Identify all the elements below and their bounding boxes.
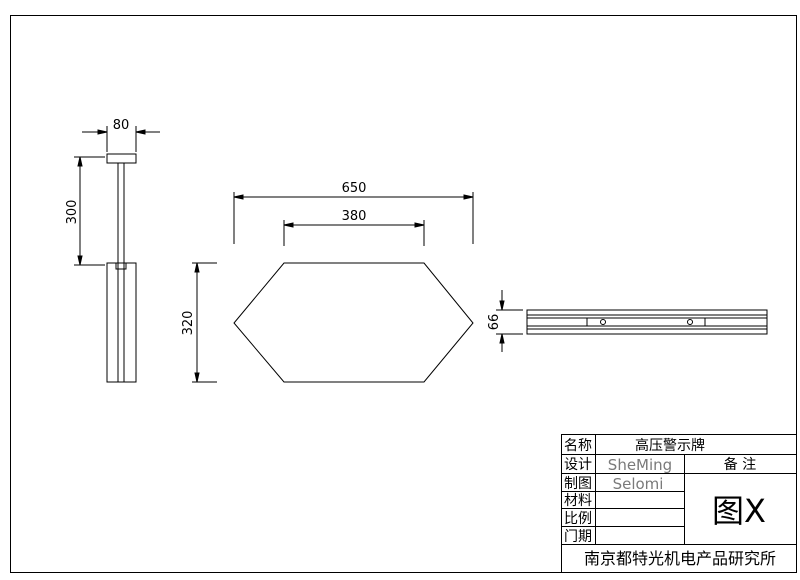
tb-figure-mark: 图X bbox=[712, 492, 766, 530]
top-view-outline bbox=[526, 309, 768, 335]
dim-side-height-label: 300 bbox=[65, 200, 80, 225]
tb-name-value: 高压警示牌 bbox=[635, 437, 705, 454]
dim-side-height bbox=[74, 156, 105, 266]
dim-front-height bbox=[192, 262, 217, 383]
side-view-body bbox=[106, 262, 137, 383]
dim-side-width bbox=[82, 126, 160, 152]
side-view-pole bbox=[117, 162, 125, 264]
tb-material-label: 材料 bbox=[564, 493, 592, 509]
tb-remarks-label: 备 注 bbox=[724, 456, 756, 473]
top-view bbox=[526, 309, 768, 335]
dim-front-height-label: 320 bbox=[181, 311, 196, 336]
title-block bbox=[561, 434, 797, 573]
tb-design-label: 设计 bbox=[564, 457, 592, 473]
tb-draw-label: 制图 bbox=[564, 476, 592, 492]
tb-organization: 南京都特光机电产品研究所 bbox=[584, 549, 776, 568]
side-view bbox=[106, 153, 137, 383]
dim-front-overall-width-label: 650 bbox=[342, 181, 367, 196]
tb-scale-label: 比例 bbox=[564, 511, 592, 527]
tb-design-value: SheMing bbox=[608, 456, 672, 474]
dim-front-top-width-label: 380 bbox=[342, 209, 367, 224]
sheet-border bbox=[10, 15, 797, 573]
tb-draw-value: Selomi bbox=[613, 475, 664, 493]
side-view-cap bbox=[106, 153, 137, 164]
top-view-hole-left bbox=[600, 319, 606, 325]
side-view-joint bbox=[115, 262, 127, 270]
front-view-hexagon bbox=[233, 262, 474, 383]
tb-name-label: 名称 bbox=[564, 438, 592, 454]
dim-front-top-width bbox=[283, 220, 425, 246]
top-view-hole-right bbox=[687, 319, 693, 325]
tb-date-label: 门期 bbox=[564, 529, 592, 545]
dim-top-thickness-label: 66 bbox=[487, 314, 502, 331]
dim-top-thickness bbox=[496, 290, 523, 352]
dim-side-width-label: 80 bbox=[113, 118, 130, 133]
dim-front-overall-width bbox=[233, 192, 474, 244]
